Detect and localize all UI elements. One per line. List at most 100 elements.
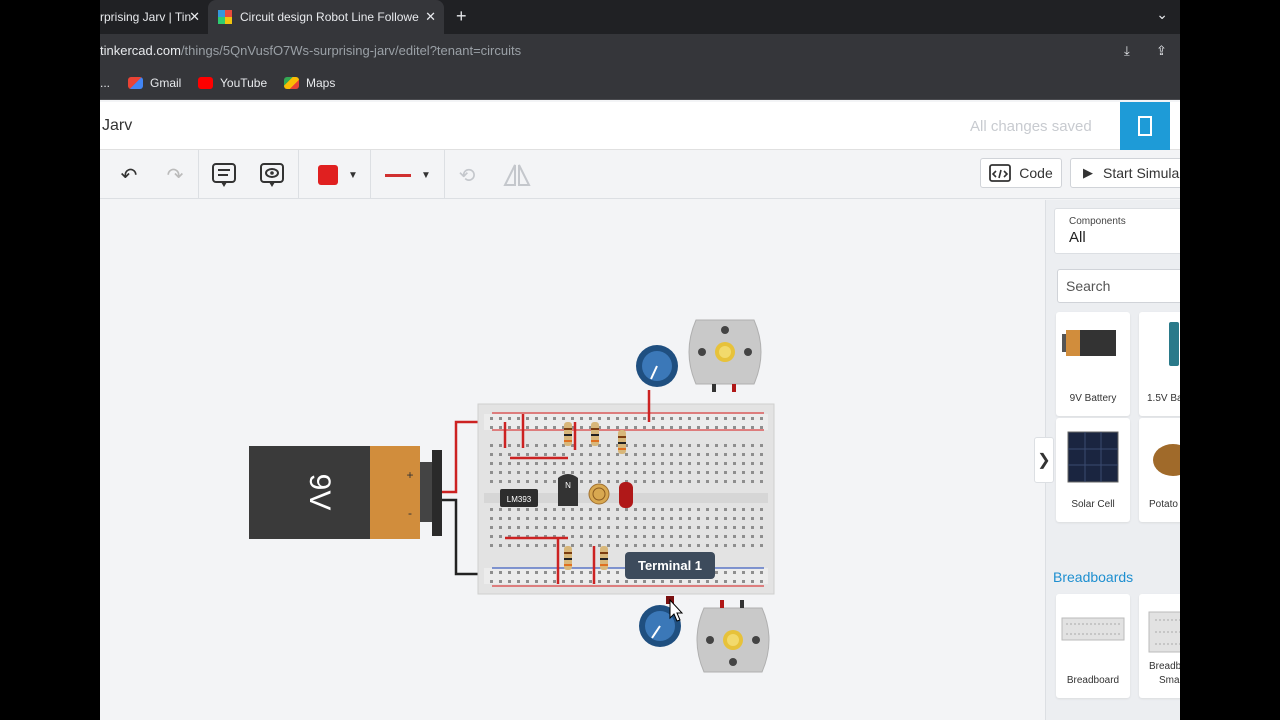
note-icon[interactable]: [208, 160, 240, 190]
breadboard-hole: [661, 526, 664, 529]
chevron-down-icon: ▼: [421, 169, 431, 181]
code-button[interactable]: Code: [980, 158, 1062, 188]
breadboard-hole: [697, 462, 700, 465]
potentiometer-top[interactable]: [636, 345, 678, 387]
breadboard-hole: [643, 426, 646, 429]
breadboard-hole: [643, 580, 646, 583]
potentiometer-bottom[interactable]: [639, 596, 681, 647]
breadboard-hole: [661, 462, 664, 465]
redo-icon[interactable]: ↷: [166, 164, 184, 187]
breadboard-hole: [742, 417, 745, 420]
resistor[interactable]: [591, 422, 599, 446]
breadboard-hole: [580, 544, 583, 547]
breadboard-hole: [544, 517, 547, 520]
resistor[interactable]: [564, 422, 572, 446]
led[interactable]: [619, 482, 633, 508]
breadboard-hole: [589, 526, 592, 529]
breadboard-hole: [535, 535, 538, 538]
browser-tab-inactive[interactable]: rprising Jarv | Tin ✕: [100, 0, 208, 34]
bookmark-label: YouTube: [220, 76, 268, 90]
component-breadboard[interactable]: Breadboard: [1056, 594, 1130, 698]
breadboard-hole: [562, 580, 565, 583]
notes-visibility-icon[interactable]: [256, 160, 288, 190]
new-tab-icon[interactable]: +: [456, 6, 467, 26]
breadboard-hole: [634, 462, 637, 465]
breadboard-hole: [499, 453, 502, 456]
resistor[interactable]: [618, 430, 626, 454]
bookmark-label: Maps: [306, 76, 336, 90]
wire-type-picker[interactable]: ▼: [380, 160, 436, 190]
breadboard-hole: [724, 462, 727, 465]
bookmark-overflow[interactable]: ...: [100, 76, 111, 90]
breadboard-hole: [679, 453, 682, 456]
breadboard-hole: [643, 517, 646, 520]
breadboard-hole: [571, 453, 574, 456]
breadboard-hole: [526, 444, 529, 447]
tab-search-chevron-icon[interactable]: ⌄: [1156, 6, 1168, 22]
breadboard-hole: [562, 535, 565, 538]
color-picker[interactable]: ▼: [310, 160, 366, 190]
breadboard-hole: [661, 480, 664, 483]
breadboard-hole: [544, 508, 547, 511]
undo-icon[interactable]: ↶: [120, 164, 138, 187]
install-app-icon[interactable]: ⤓: [1124, 43, 1130, 58]
component-solar-cell[interactable]: Solar Cell: [1056, 418, 1130, 522]
breadboard-hole: [733, 535, 736, 538]
component-label: Potato B: [1149, 499, 1180, 510]
breadboard-hole: [571, 526, 574, 529]
close-tab-icon[interactable]: ✕: [425, 9, 436, 24]
breadboard-hole: [751, 535, 754, 538]
breadboard-hole: [760, 417, 763, 420]
project-name[interactable]: Jarv: [102, 117, 133, 134]
dc-motor-bottom[interactable]: [696, 600, 770, 673]
breadboard-hole: [751, 462, 754, 465]
breadboard-hole: [607, 517, 610, 520]
circuit-view-button[interactable]: [1120, 102, 1170, 150]
breadboard-hole: [715, 508, 718, 511]
battery-plus: +: [406, 468, 413, 482]
component-search-input[interactable]: Search: [1057, 269, 1180, 303]
npn-transistor[interactable]: N: [558, 474, 578, 506]
battery-9v[interactable]: 9V + -: [249, 446, 442, 539]
address-bar[interactable]: tinkercad.com/things/5QnVusfO7Ws-surpris…: [100, 34, 1180, 68]
component-breadboard-small[interactable]: Breadb Sma: [1139, 594, 1180, 698]
circuit-canvas[interactable]: 9V + -: [100, 200, 1045, 720]
breadboard-hole: [490, 535, 493, 538]
close-tab-icon[interactable]: ✕: [189, 9, 200, 24]
url-text[interactable]: tinkercad.com/things/5QnVusfO7Ws-surpris…: [100, 43, 521, 58]
bookmark-gmail[interactable]: Gmail: [128, 76, 181, 90]
start-simulation-button[interactable]: ▶ Start Simula: [1070, 158, 1180, 188]
breadboard-hole: [688, 444, 691, 447]
bookmark-maps[interactable]: Maps: [284, 76, 335, 90]
chevron-down-icon: ▼: [348, 169, 358, 181]
breadboard-hole: [589, 571, 592, 574]
solar-cell-thumbnail: [1067, 431, 1119, 483]
component-potato-battery[interactable]: Potato B: [1139, 418, 1180, 522]
breadboard-hole: [688, 580, 691, 583]
lm393-chip[interactable]: LM393: [500, 489, 538, 507]
breadboard-hole: [643, 453, 646, 456]
chip-label: LM393: [507, 495, 532, 504]
component-9v-battery[interactable]: 9V Battery: [1056, 312, 1130, 416]
breadboard-hole: [715, 462, 718, 465]
share-icon[interactable]: ⇪: [1156, 43, 1167, 58]
resistor[interactable]: [564, 546, 572, 570]
rotate-icon[interactable]: ⟲: [458, 164, 476, 187]
breadboard-hole: [742, 480, 745, 483]
browser-tab-active[interactable]: Circuit design Robot Line Followe ✕: [208, 0, 444, 34]
breadboard-hole: [607, 526, 610, 529]
resistor[interactable]: [600, 546, 608, 570]
breadboard-hole: [616, 426, 619, 429]
breadboard-hole: [616, 508, 619, 511]
bookmark-youtube[interactable]: YouTube: [198, 76, 267, 90]
potato-thumbnail: [1153, 444, 1180, 476]
dc-motor-top[interactable]: [688, 319, 762, 392]
flip-icon[interactable]: [500, 160, 534, 190]
collapse-panel-chevron-icon[interactable]: ❯: [1034, 437, 1054, 483]
breadboard-hole: [580, 580, 583, 583]
breadboard-hole: [697, 444, 700, 447]
component-1-5v-battery[interactable]: 1.5V Ba: [1139, 312, 1180, 416]
breadboard-hole: [508, 508, 511, 511]
photoresistor[interactable]: [588, 483, 610, 505]
components-dropdown[interactable]: Components All: [1054, 208, 1180, 254]
